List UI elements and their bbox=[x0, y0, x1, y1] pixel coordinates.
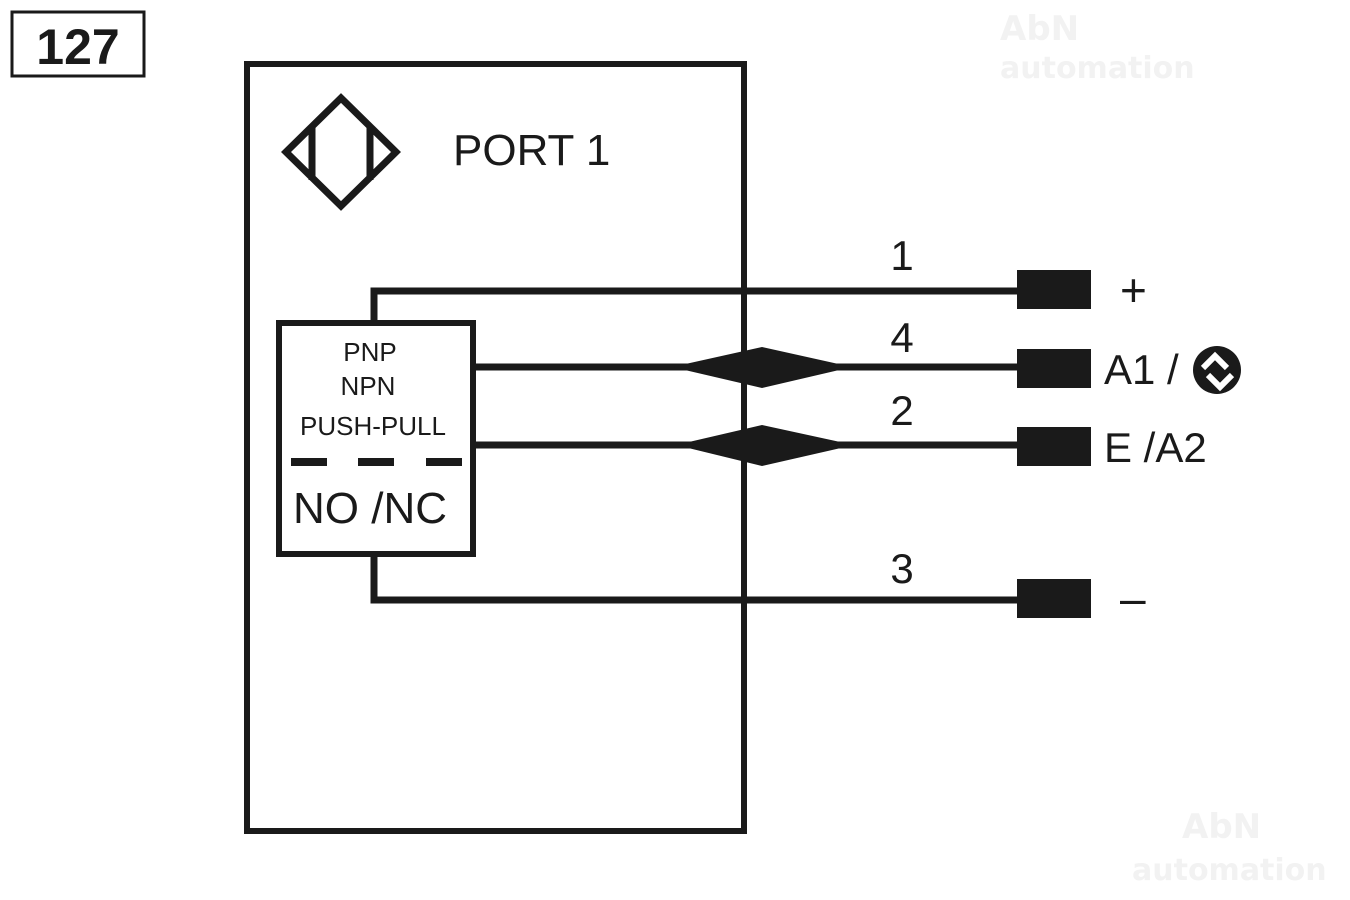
wire-crossing-marker bbox=[676, 425, 854, 466]
output-block: PNP NPN PUSH-PULL NO /NC bbox=[276, 320, 476, 557]
dashed-separator bbox=[291, 458, 462, 466]
pin-number-1: 1 bbox=[890, 232, 913, 279]
terminal-pin-4 bbox=[1017, 349, 1091, 388]
switching-mode: NO /NC bbox=[293, 484, 447, 533]
watermark-top-left: AbN automation bbox=[1000, 9, 1195, 86]
pin-number-4: 4 bbox=[890, 314, 913, 361]
diagram-number-box: 127 bbox=[10, 10, 146, 78]
output-type-npn: NPN bbox=[341, 371, 396, 401]
output-type-push-pull: PUSH-PULL bbox=[300, 411, 446, 441]
complementary-output-icon bbox=[1193, 346, 1241, 394]
diagram-number: 127 bbox=[36, 19, 119, 75]
watermark-line2: automation bbox=[1000, 51, 1195, 86]
pin-label-e-a2: E /A2 bbox=[1104, 424, 1207, 471]
inductive-sensor-icon bbox=[281, 93, 401, 211]
terminal-pin-1 bbox=[1017, 270, 1091, 309]
watermark-line2: automation bbox=[1132, 853, 1327, 888]
wire-pin-3 bbox=[370, 554, 1020, 604]
number-frame bbox=[10, 10, 146, 78]
wire-pin-1 bbox=[370, 287, 1020, 323]
pin-label-minus: – bbox=[1120, 572, 1146, 624]
port-label: PORT 1 bbox=[453, 126, 610, 175]
pin-label-a1: A1 / bbox=[1104, 346, 1179, 393]
terminal-pin-2 bbox=[1017, 427, 1091, 466]
output-type-pnp: PNP bbox=[343, 337, 396, 367]
wire-crossing-marker bbox=[672, 347, 852, 388]
watermark-line1: AbN bbox=[1000, 9, 1079, 49]
terminal-pin-3 bbox=[1017, 579, 1091, 618]
pin-label-plus: + bbox=[1120, 264, 1147, 316]
pin-number-2: 2 bbox=[890, 387, 913, 434]
watermark-bottom-right: AbN automation bbox=[1132, 807, 1327, 888]
watermark-line1: AbN bbox=[1182, 807, 1261, 847]
pin-number-3: 3 bbox=[890, 545, 913, 592]
